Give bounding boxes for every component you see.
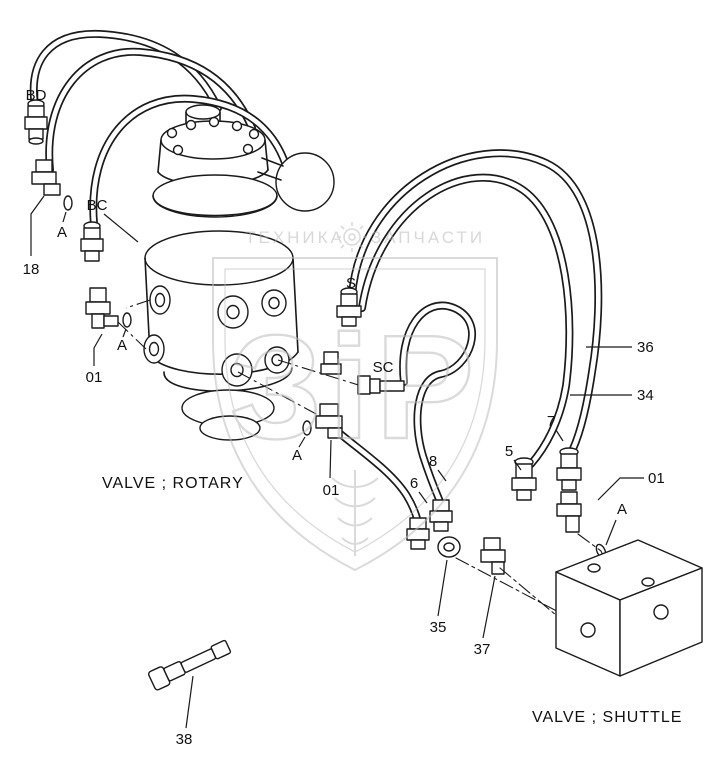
callout-bd: BD — [26, 87, 47, 104]
callout-01: 01 — [648, 470, 665, 487]
fitting-01-center — [302, 403, 343, 439]
callout-35: 35 — [430, 619, 447, 636]
fitting-37 — [480, 537, 506, 575]
callout-01: 01 — [323, 482, 340, 499]
valve-sphere — [275, 152, 335, 212]
fitting-5 — [511, 457, 537, 501]
callout-7: 7 — [547, 413, 555, 430]
fitting-35 — [437, 536, 461, 558]
watermark-shield — [212, 257, 498, 572]
callout-37: 37 — [474, 641, 491, 658]
callout-a: A — [117, 337, 127, 354]
callout-a: A — [57, 224, 67, 241]
callout-6: 6 — [410, 475, 418, 492]
fitting-sc — [357, 375, 405, 395]
fitting-7 — [556, 447, 582, 491]
callout-5: 5 — [505, 443, 513, 460]
label-valve-shuttle: VALVE ; SHUTTLE — [532, 709, 682, 726]
fitting-01-left — [85, 287, 132, 329]
center-lines — [117, 299, 369, 417]
callout-34: 34 — [637, 387, 654, 404]
watermark-text-right: ЗАПЧАСТИ — [371, 228, 485, 247]
callout-sc: SC — [373, 359, 394, 376]
callout-bc: BC — [87, 197, 108, 214]
washer-a — [63, 195, 73, 211]
label-valve-rotary: VALVE ; ROTARY — [102, 475, 244, 492]
leader-lines — [30, 195, 644, 729]
callout-01: 01 — [86, 369, 103, 386]
hose-group-top-left — [29, 29, 292, 228]
callouts: BD BC A 18 A 01 S SC A 01 36 34 6 8 5 7 … — [23, 87, 682, 748]
callout-18: 18 — [23, 261, 40, 278]
fitting-s — [336, 287, 362, 327]
fitting-18-elbow — [31, 159, 73, 211]
fitting-sc-elbow — [320, 351, 342, 375]
washer-a — [302, 420, 312, 436]
hose-group-right — [334, 149, 603, 526]
washer-a — [122, 312, 132, 328]
watermark: ТЕХНИКА ЗАПЧАСТИ ЗiР — [212, 222, 498, 572]
callout-38: 38 — [176, 731, 193, 748]
fitting-bd — [24, 99, 48, 145]
callout-36: 36 — [637, 339, 654, 356]
callout-8: 8 — [429, 453, 437, 470]
callout-a: A — [617, 501, 627, 518]
rotary-valve-body — [143, 104, 335, 441]
callout-a: A — [292, 447, 302, 464]
callout-s: S — [346, 275, 356, 292]
hose-38 — [147, 639, 232, 691]
gear-icon — [337, 222, 367, 252]
watermark-logo: ЗiР — [230, 305, 481, 470]
fitting-bc — [80, 221, 104, 262]
watermark-text-left: ТЕХНИКА — [245, 228, 345, 247]
fitting-01-right — [556, 491, 607, 559]
watermark-wheat — [331, 470, 379, 556]
shuttle-valve-body — [455, 533, 703, 677]
